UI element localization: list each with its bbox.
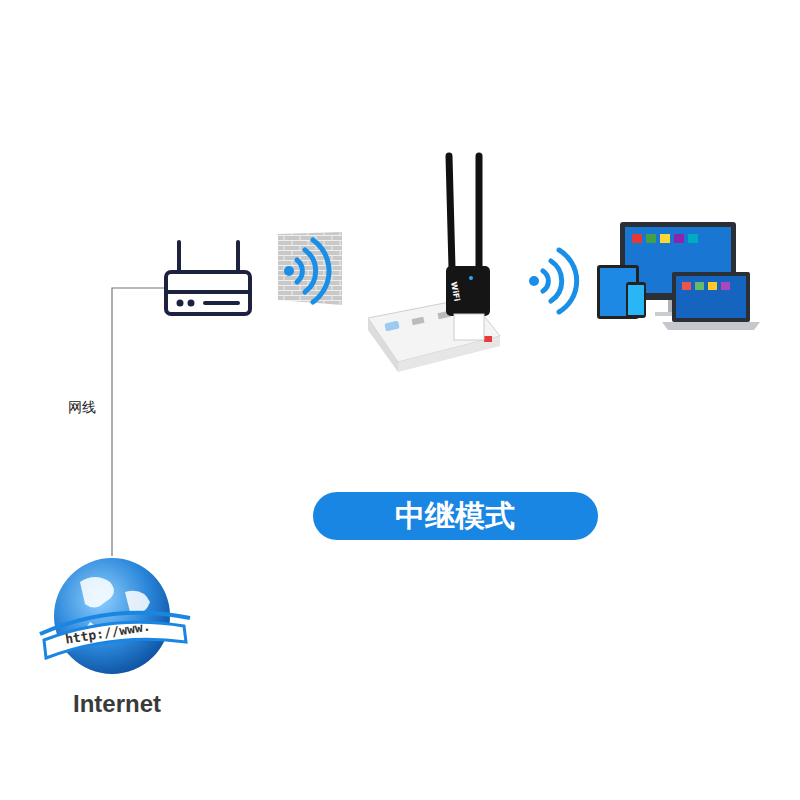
brick-wall (278, 232, 342, 305)
wifi-dot (529, 276, 539, 286)
internet-globe: http://www.Internet (30, 552, 200, 722)
cable-line (112, 288, 165, 556)
wifi-signal (543, 250, 577, 312)
brand-logo: WiFi (449, 281, 461, 302)
mode-title: 中继模式 (395, 498, 515, 534)
wifi-dongle (446, 156, 490, 340)
cable-label: 网线 (68, 399, 96, 417)
devices (597, 222, 760, 330)
mode-pill: 中继模式 (313, 492, 598, 540)
internet-label: Internet (73, 690, 161, 718)
router-icon (166, 242, 250, 314)
